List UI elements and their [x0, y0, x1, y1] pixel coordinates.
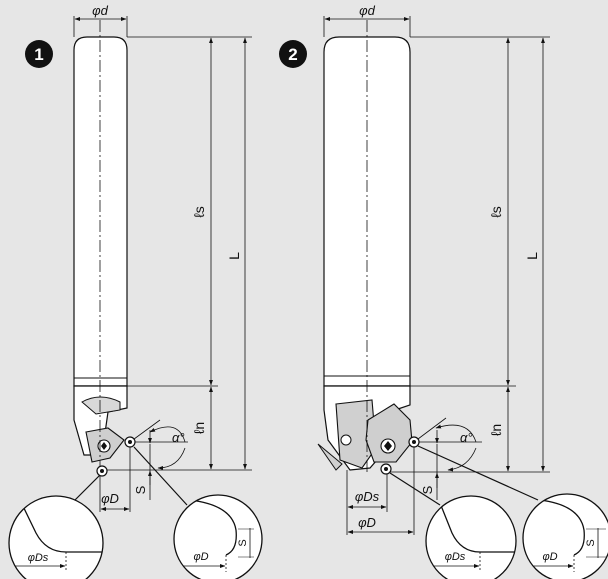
tool-1: 1 φd ℓs L ℓn α° [8, 3, 263, 579]
tool-1-label-L: L [226, 252, 242, 260]
tool-1-detail-label-ds: φDs [28, 552, 49, 564]
tool-2-detail-d-s: φD S [522, 493, 608, 579]
tool-2-label-L: L [524, 252, 540, 260]
tool-2-detail-label-ds: φDs [445, 551, 466, 563]
tool-2-marker: 2 [279, 40, 307, 68]
tool-2-label-D: φD [358, 515, 376, 530]
tool-2-detail-label-s: S [585, 539, 597, 546]
tool-2-insert-back [335, 399, 377, 469]
tool-1-detail-ds: φDs [8, 495, 104, 579]
tool-2-label-S: S [420, 485, 435, 494]
tool-1-detail-d-s: φD S [173, 494, 263, 579]
svg-text:1: 1 [34, 45, 43, 64]
tool-2: 2 φd ℓs L ℓn [279, 3, 608, 579]
tool-2-detail-ds: φDs [425, 495, 517, 579]
tool-2-label-ln: ℓn [488, 424, 504, 436]
tool-1-detail-label-s: S [237, 539, 249, 546]
tool-1-label-D: φD [101, 491, 119, 506]
svg-text:2: 2 [288, 45, 297, 64]
tool-2-detail-label-d: φD [542, 551, 557, 563]
tool-1-label-S: S [133, 485, 148, 494]
tool-1-label-alpha: α° [172, 430, 185, 445]
tool-2-label-alpha: α° [460, 430, 473, 445]
tool-2-label-ls: ℓs [488, 206, 504, 218]
tool-1-label-d: φd [92, 3, 108, 18]
tool-1-detail-label-d: φD [193, 551, 208, 563]
tool-1-label-ls: ℓs [191, 206, 207, 218]
tool-2-label-d: φd [359, 3, 375, 18]
tool-1-shank [73, 36, 128, 387]
tool-1-label-ln: ℓn [191, 422, 207, 434]
tool-1-marker: 1 [25, 40, 53, 68]
tool-2-label-Ds: φDs [355, 489, 380, 504]
